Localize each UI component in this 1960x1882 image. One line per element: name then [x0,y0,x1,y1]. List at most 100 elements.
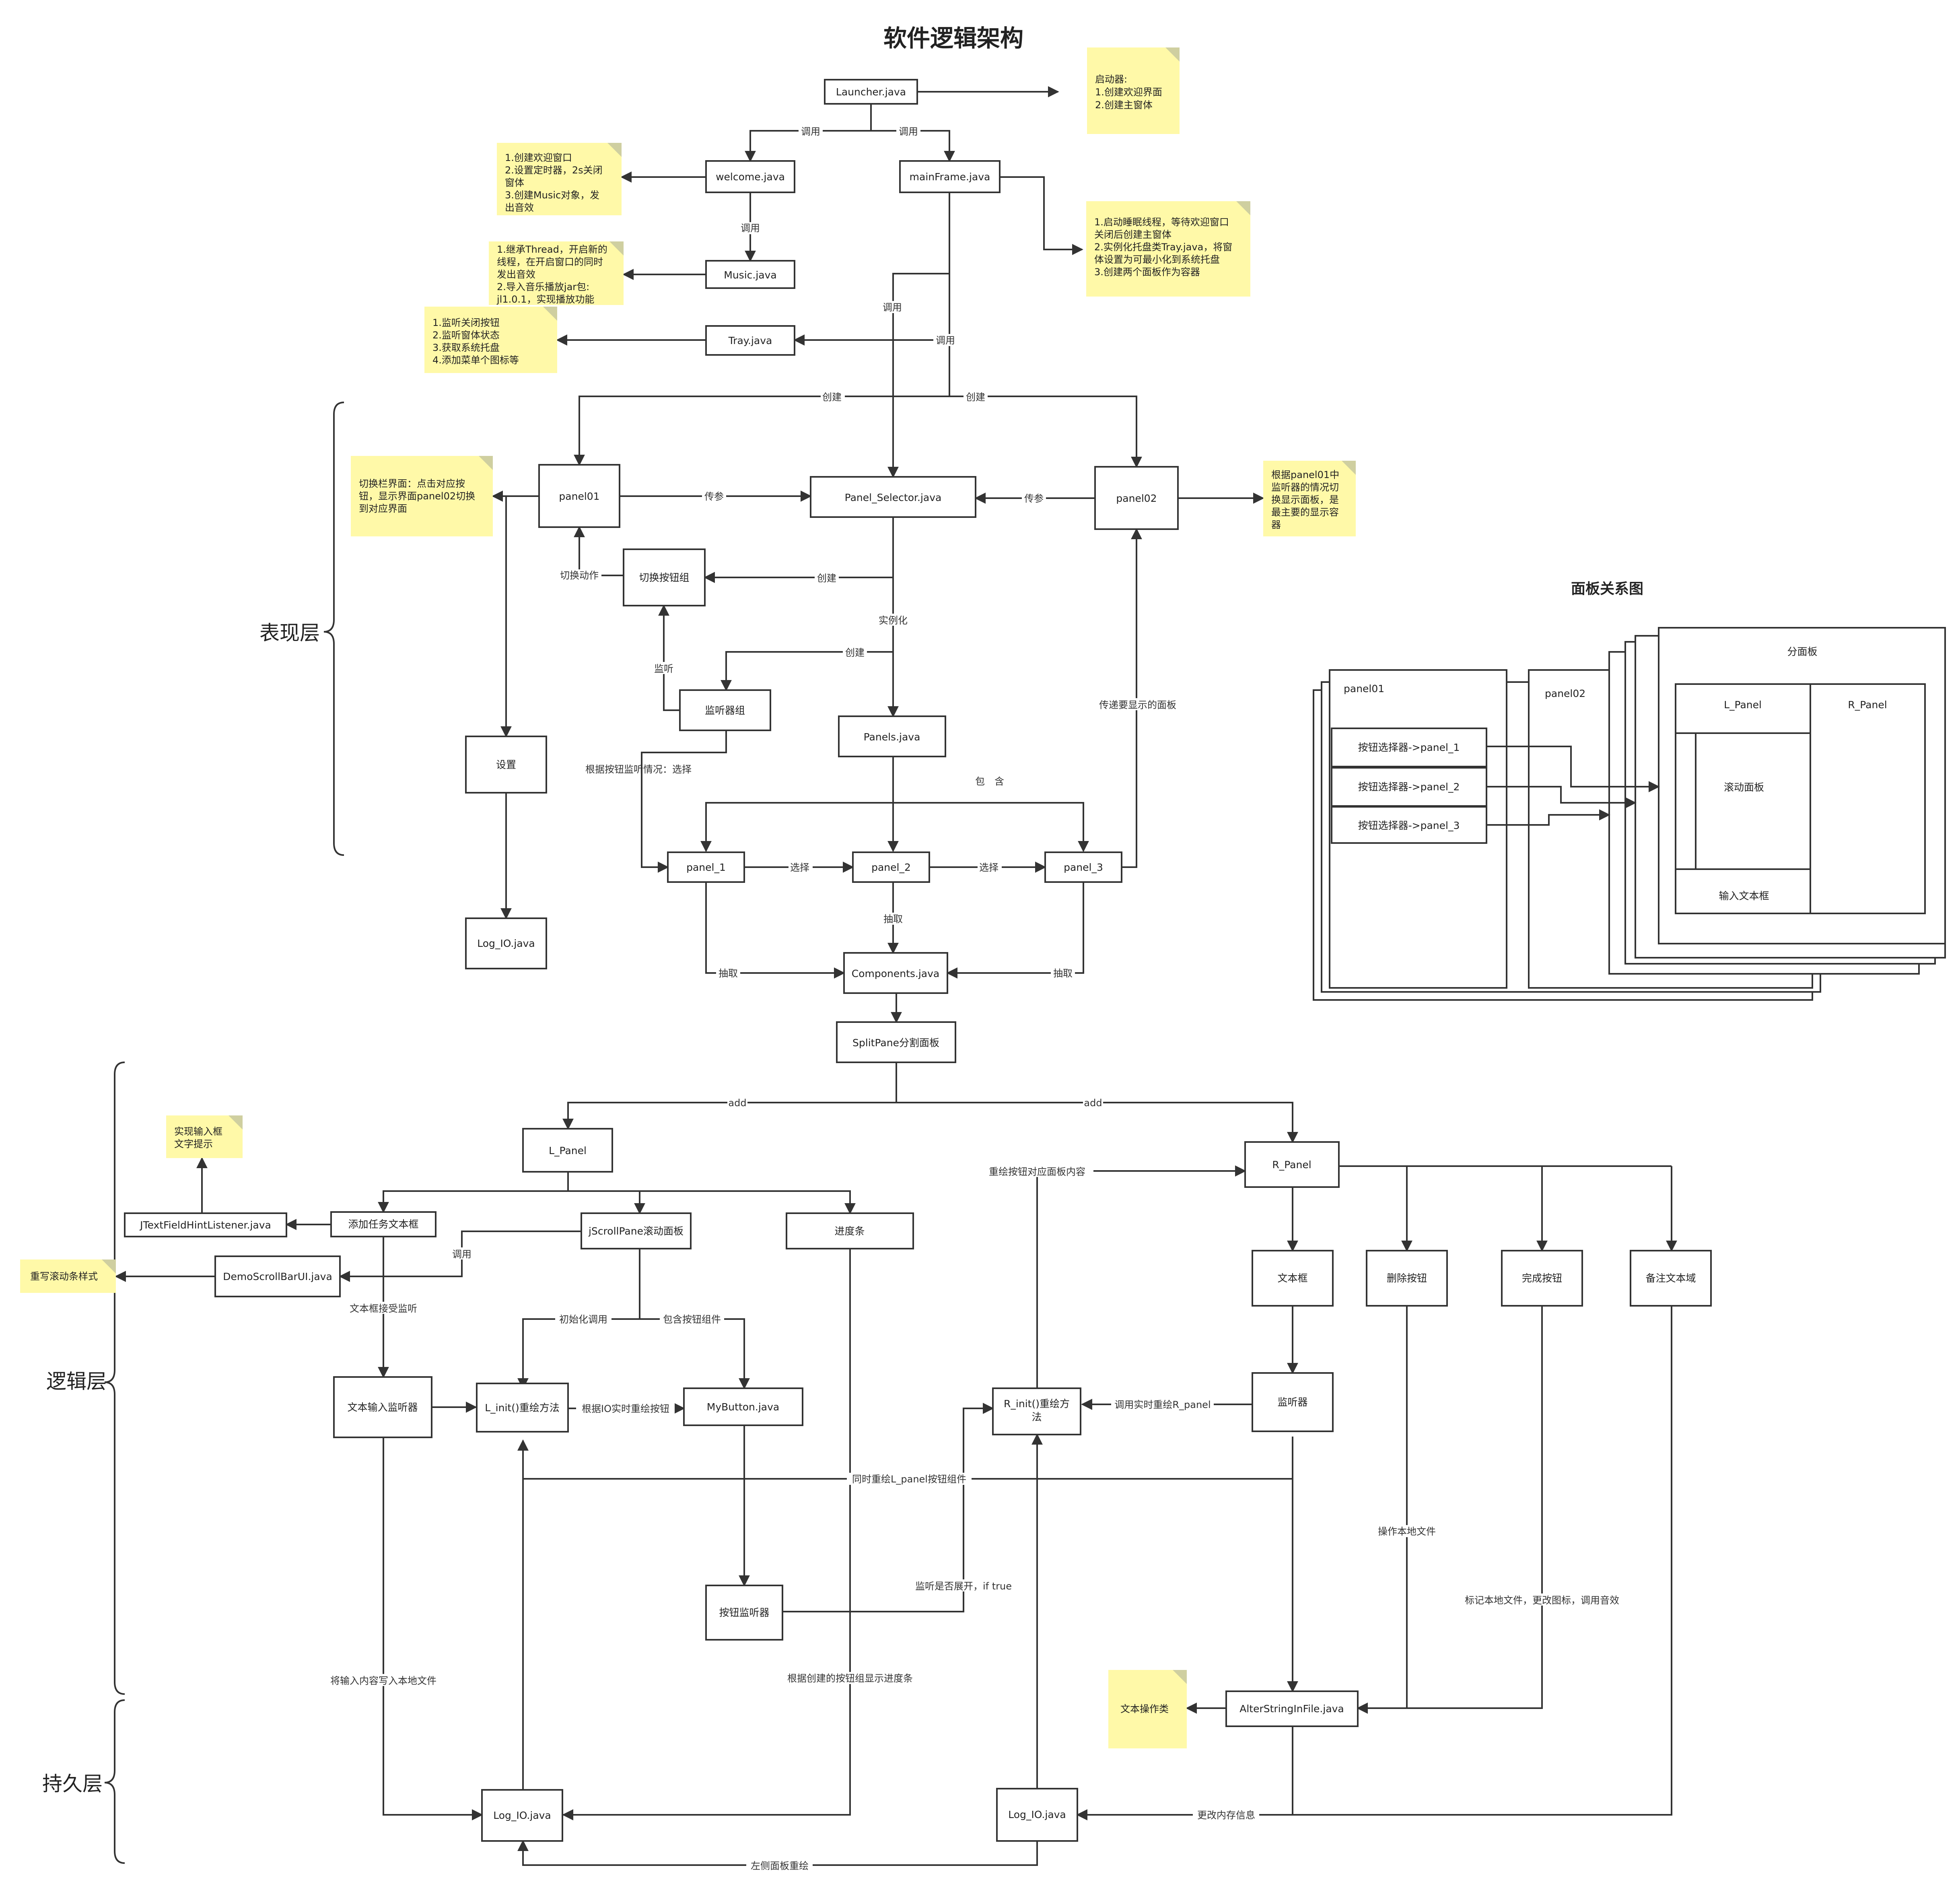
node-tray: Tray.java [705,325,795,356]
note-panel02: 根据panel01中监听器的情况切换显示面板，是最主要的显示容器 [1263,461,1356,536]
node-text-listener: 文本输入监听器 [333,1376,432,1438]
pd-scroll-panel-label: 滚动面板 [1724,781,1764,793]
pd-r-panel-label: R_Panel [1848,699,1887,711]
label-redraw-btn: 重绘按钮对应面板内容 [989,1166,1085,1177]
node-splitpane: SplitPane分割面板 [836,1021,956,1063]
node-delete-btn: 删除按钮 [1366,1250,1448,1307]
label-instantiate: 实例化 [879,615,908,626]
node-panel02: panel02 [1094,466,1179,530]
svg-text:DemoScrollBarUI.java: DemoScrollBarUI.java [223,1271,332,1282]
node-monitor: 监听器 [1252,1372,1334,1432]
svg-text:panel_2: panel_2 [871,862,911,873]
svg-text:根据panel01中监听器的情况切换显示面板，是最主要的显示: 根据panel01中监听器的情况切换显示面板，是最主要的显示容器 [1271,469,1339,530]
node-demo-scroll: DemoScrollBarUI.java [214,1255,341,1297]
node-button-listener: 按钮监听器 [705,1585,783,1641]
brace-persistence [104,1699,125,1864]
label-text-accept: 文本框接受监听 [350,1303,417,1314]
node-remark: 备注文本域 [1630,1250,1712,1307]
svg-text:Panel_Selector.java: Panel_Selector.java [845,492,942,503]
label-add-1: add [728,1097,746,1109]
node-done-btn: 完成按钮 [1501,1250,1583,1307]
label-create-4: 创建 [845,647,865,658]
svg-text:切换按钮组: 切换按钮组 [639,572,689,583]
svg-text:按钮选择器->panel_2: 按钮选择器->panel_2 [1358,781,1460,793]
nodes: Launcher.java welcome.java mainFrame.jav… [124,79,1712,1842]
pd-selector-1: 按钮选择器->panel_1 [1331,728,1487,767]
layer-persistence: 持久层 [42,1772,103,1795]
node-jscroll: jScrollPane滚动面板 [581,1212,692,1249]
node-l-init: L_init()重绘方法 [476,1383,569,1433]
node-mybutton: MyButton.java [683,1387,803,1426]
node-panel-3: panel_3 [1044,851,1122,883]
svg-text:删除按钮: 删除按钮 [1387,1272,1427,1284]
label-add-2: add [1084,1097,1102,1109]
pd-selector-3: 按钮选择器->panel_3 [1331,806,1487,844]
svg-text:监听器组: 监听器组 [705,705,745,716]
node-log-io-r: Log_IO.java [996,1788,1078,1842]
svg-text:法: 法 [1031,1411,1042,1423]
svg-text:Components.java: Components.java [852,968,940,979]
label-create-3: 创建 [817,573,836,584]
label-extract-3: 抽取 [1053,968,1073,979]
svg-text:Log_IO.java: Log_IO.java [493,1810,551,1821]
svg-text:mainFrame.java: mainFrame.java [910,171,990,183]
svg-text:panel01: panel01 [559,491,599,502]
svg-text:实现输入框文字提示: 实现输入框文字提示 [174,1126,222,1150]
layer-logic: 逻辑层 [46,1370,107,1393]
node-log-io-l: Log_IO.java [481,1789,563,1842]
svg-text:SplitPane分割面板: SplitPane分割面板 [852,1037,939,1049]
node-progress: 进度条 [786,1212,914,1249]
panel-relationship-diagram: panel01 按钮选择器->panel_1 按钮选择器->panel_2 按钮… [1313,627,1946,1001]
label-left-redraw: 左侧面板重绘 [751,1860,809,1872]
label-init-call: 初始化调用 [559,1314,607,1325]
label-extract-1: 抽取 [883,913,903,925]
label-call-4: 调用 [883,302,902,313]
svg-text:jScrollPane滚动面板: jScrollPane滚动面板 [588,1225,684,1237]
node-r-init: R_init()重绘方 法 [992,1387,1081,1435]
svg-text:文本输入监听器: 文本输入监听器 [347,1402,418,1413]
pd-panel02-label: panel02 [1545,688,1585,699]
label-mark-local: 标记本地文件，更改图标，调用音效 [1465,1595,1619,1606]
label-op-local: 操作本地文件 [1378,1526,1436,1537]
label-contain-btn: 包含按钮组件 [663,1314,721,1325]
diagram-title: 软件逻辑架构 [883,25,1023,52]
svg-text:Log_IO.java: Log_IO.java [1008,1809,1066,1820]
label-call-redraw-r: 调用实时重绘R_panel [1114,1399,1211,1410]
pd-l-panel-label: L_Panel [1724,699,1762,711]
node-textbox: 文本框 [1252,1250,1334,1307]
svg-text:文本操作类: 文本操作类 [1120,1703,1169,1715]
node-alter: AlterStringInFile.java [1225,1690,1359,1727]
brace-logic [104,1062,125,1695]
label-create-2: 创建 [966,392,985,403]
svg-text:进度条: 进度条 [834,1225,865,1237]
label-call-3: 调用 [741,223,760,234]
label-listen-expand: 监听是否展开，if true [915,1581,1012,1592]
svg-text:按钮监听器: 按钮监听器 [719,1607,769,1618]
pd-input-box-label: 输入文本框 [1719,890,1769,902]
svg-text:Music.java: Music.java [724,269,776,281]
note-scroll: 重写滚动条样式 [20,1259,116,1293]
edge-labels: 调用 调用 调用 调用 调用 创建 创建 传参 传参 切换动作 创建 实例化 创… [323,125,1629,1872]
label-switch-action: 切换动作 [560,570,599,581]
svg-text:panel02: panel02 [1116,493,1157,504]
svg-text:R_init()重绘方: R_init()重绘方 [1004,1398,1070,1410]
svg-text:welcome.java: welcome.java [716,171,785,183]
svg-text:R_Panel: R_Panel [1272,1159,1311,1171]
svg-text:1.继承Thread，开启新的线程，在开启窗口的同时发出音效: 1.继承Thread，开启新的线程，在开启窗口的同时发出音效2.导入音乐播放ja… [496,244,607,305]
pd-selector-2: 按钮选择器->panel_2 [1331,767,1487,807]
node-listener-group: 监听器组 [679,689,771,731]
svg-text:按钮选择器->panel_3: 按钮选择器->panel_3 [1358,820,1460,831]
node-switch-group: 切换按钮组 [623,548,706,606]
svg-text:AlterStringInFile.java: AlterStringInFile.java [1239,1703,1344,1715]
node-launcher: Launcher.java [824,79,918,105]
node-components: Components.java [843,952,948,994]
label-select-1: 选择 [790,862,809,873]
svg-text:MyButton.java: MyButton.java [707,1401,779,1413]
svg-text:panel_1: panel_1 [686,862,726,873]
node-add-task: 添加任务文本框 [330,1211,436,1237]
